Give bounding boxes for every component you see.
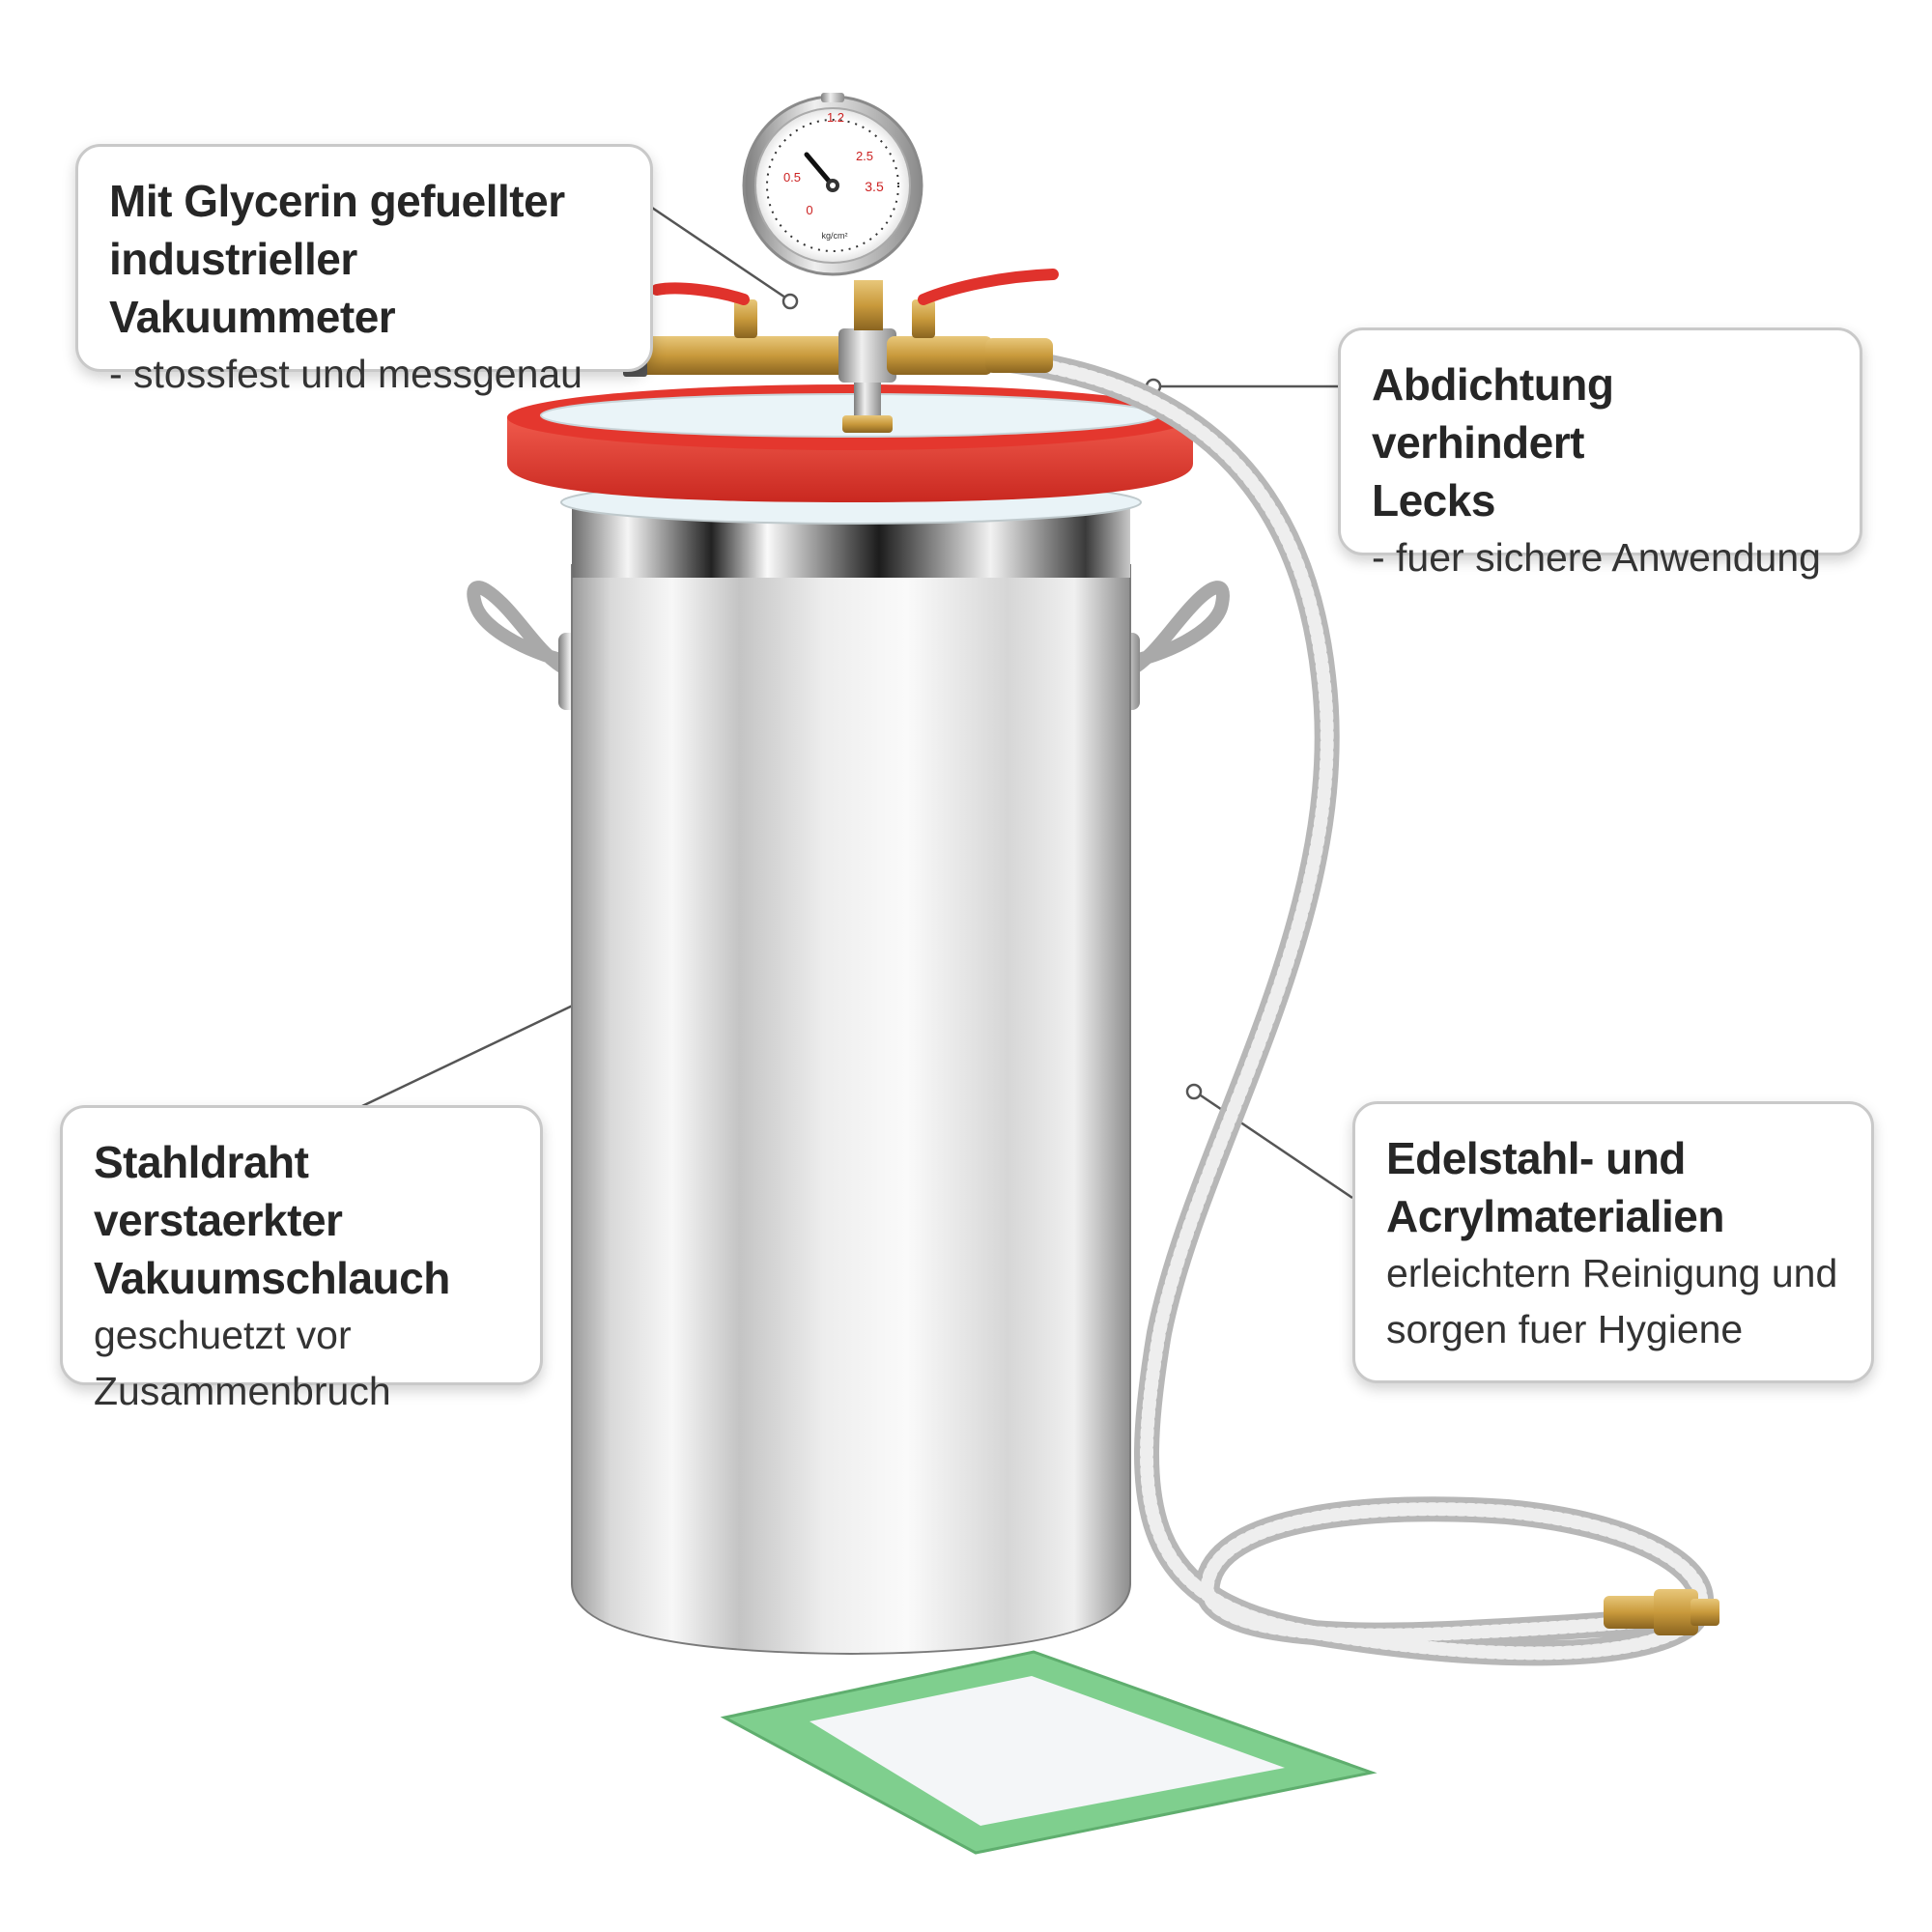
leader-dot-material	[1185, 1083, 1203, 1100]
callout-title: Mit Glycerin gefuellter	[109, 176, 565, 226]
lid-stem	[854, 383, 881, 421]
callout-seal: Abdichtung verhindert Lecks - fuer siche…	[1338, 327, 1862, 580]
callout-title: Vakuumschlauch	[94, 1253, 450, 1303]
callout-description: erleichtern Reinigung und	[1386, 1251, 1838, 1295]
callout-title: Abdichtung verhindert	[1372, 359, 1614, 468]
callout-description: Zusammenbruch	[94, 1369, 391, 1413]
callout-description: - stossfest und messgenau	[109, 352, 582, 396]
left-valve-body	[628, 336, 850, 375]
callout-materials: Edelstahl- und Acrylmaterialien erleicht…	[1352, 1101, 1874, 1383]
gauge-tick-label: 3.5	[865, 179, 884, 194]
gauge-stem	[854, 280, 883, 330]
callout-title: industrieller Vakuummeter	[109, 234, 396, 342]
right-valve-stem	[912, 299, 935, 338]
callout-description: geschuetzt vor	[94, 1313, 352, 1357]
gauge-unit-label: kg/cm²	[822, 231, 848, 241]
left-valve-stem	[734, 299, 757, 338]
vacuum-hose	[953, 343, 1714, 1666]
gauge-tick-label: 0	[806, 203, 812, 217]
manifold	[623, 269, 1059, 433]
right-handle	[1122, 581, 1230, 678]
callout-title: Acrylmaterialien	[1386, 1191, 1724, 1241]
left-valve-handle	[651, 282, 750, 305]
callout-title: Lecks	[1372, 475, 1495, 526]
callout-description: sorgen fuer Hygiene	[1386, 1307, 1744, 1351]
right-valve-body	[887, 336, 993, 375]
callout-description: - fuer sichere Anwendung	[1372, 535, 1821, 580]
leader-line-gauge	[651, 206, 789, 301]
right-valve-handle	[918, 269, 1059, 305]
silicone-mat	[720, 1650, 1378, 1855]
vacuum-gauge: 0.5 1.2 2.5 3.5 0 kg/cm²	[742, 93, 923, 276]
cross-fitting	[838, 328, 896, 383]
chamber-body	[571, 564, 1131, 1656]
callout-title: Stahldraht verstaerkter	[94, 1137, 343, 1245]
hose-barb	[985, 338, 1053, 373]
hose-end-fitting	[1604, 1589, 1719, 1635]
gauge-tick-label: 0.5	[783, 170, 801, 185]
gauge-tick-label: 1.2	[827, 110, 844, 125]
callout-vacuum-hose: Stahldraht verstaerkter Vakuumschlauch g…	[60, 1105, 543, 1413]
callout-vacuum-gauge: Mit Glycerin gefuellter industrieller Va…	[75, 144, 653, 396]
leader-dot-gauge	[781, 293, 799, 310]
callout-title: Edelstahl- und	[1386, 1133, 1686, 1183]
lid-nut	[842, 415, 893, 433]
gauge-tick-label: 2.5	[856, 149, 873, 163]
left-handle	[467, 581, 577, 678]
